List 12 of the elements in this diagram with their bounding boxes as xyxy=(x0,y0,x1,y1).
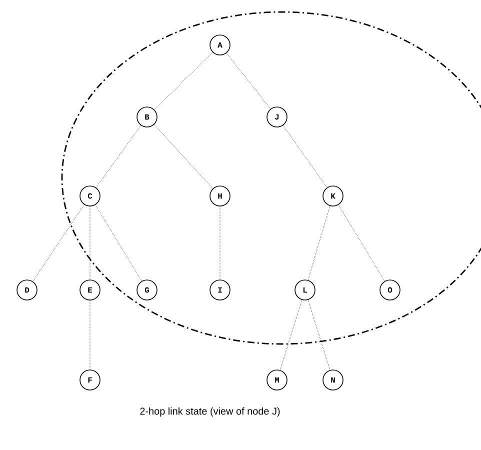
connector-line xyxy=(338,204,385,282)
connector-line xyxy=(282,125,328,188)
connector-line xyxy=(226,52,271,110)
caption: 2-hop link state (view of node J) xyxy=(140,407,280,417)
connector-line xyxy=(154,124,214,189)
connector-line xyxy=(308,206,330,280)
connector-line xyxy=(95,204,142,282)
connector-line xyxy=(154,52,213,110)
connector-line xyxy=(308,300,330,370)
connector-line xyxy=(280,300,302,370)
connector-line xyxy=(96,125,142,188)
connector-line xyxy=(32,204,84,282)
